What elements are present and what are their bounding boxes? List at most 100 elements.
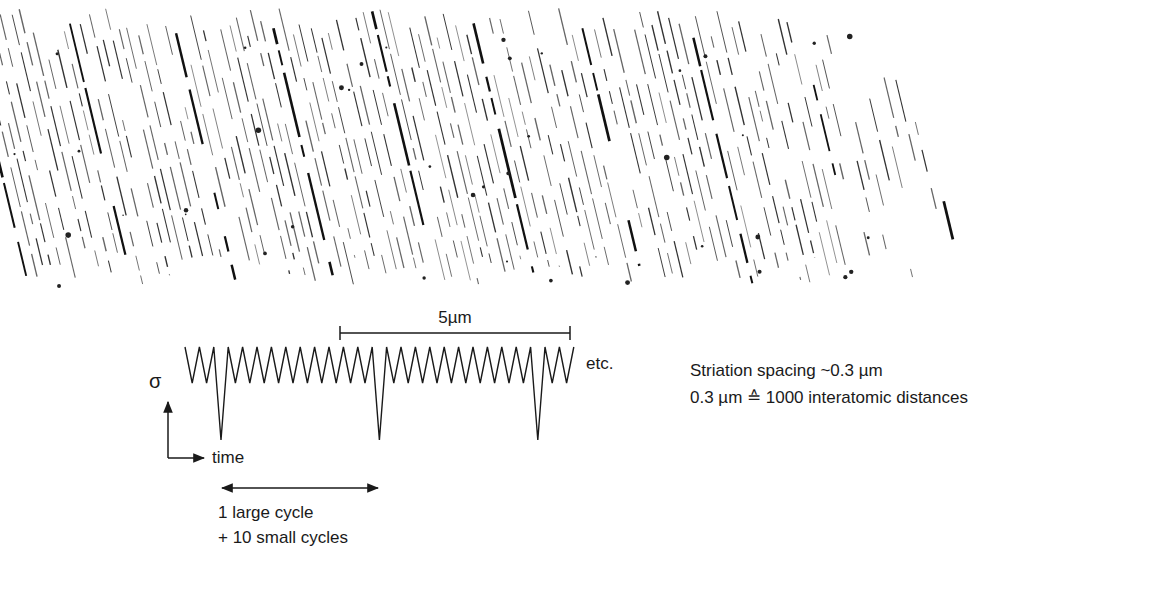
striation-mark xyxy=(306,121,313,152)
striation-mark xyxy=(437,217,442,237)
striation-mark xyxy=(126,58,132,82)
striation-mark xyxy=(448,155,458,198)
striation-mark xyxy=(528,11,534,35)
striation-mark xyxy=(822,169,832,209)
striation-mark xyxy=(108,212,112,230)
striation-mark xyxy=(332,113,336,128)
striation-mark xyxy=(364,213,370,238)
striation-mark xyxy=(443,62,451,93)
striation-mark xyxy=(931,188,936,209)
surface-speck xyxy=(843,275,847,279)
striation-mark xyxy=(443,14,452,50)
striation-mark xyxy=(238,58,249,102)
striation-mark xyxy=(816,65,822,91)
striation-mark xyxy=(427,70,436,106)
striation-mark xyxy=(500,19,503,33)
surface-speck xyxy=(501,38,505,42)
striation-mark xyxy=(593,73,597,90)
striation-mark xyxy=(160,169,170,210)
striation-mark xyxy=(27,125,33,152)
striation-mark xyxy=(781,230,785,245)
striation-mark xyxy=(334,236,341,266)
striation-mark xyxy=(484,144,493,183)
striation-mark xyxy=(308,173,324,240)
striation-mark xyxy=(497,238,505,271)
striation-mark xyxy=(447,212,450,227)
striation-mark xyxy=(276,185,281,206)
figure-label: σ xyxy=(149,371,161,391)
striation-mark xyxy=(222,78,232,119)
striation-mark xyxy=(371,132,381,175)
striation-mark xyxy=(688,138,692,155)
striation-mark xyxy=(51,106,61,146)
striation-mark xyxy=(569,178,577,212)
striation-mark xyxy=(506,234,514,269)
striation-mark xyxy=(372,11,376,29)
striation-mark xyxy=(709,227,717,261)
striation-mark xyxy=(293,34,301,66)
striation-mark xyxy=(307,247,315,281)
striation-mark xyxy=(812,202,817,222)
striation-mark xyxy=(514,76,521,105)
striation-mark xyxy=(594,155,602,187)
striation-mark xyxy=(482,99,487,121)
striation-mark xyxy=(648,132,655,159)
striation-mark xyxy=(542,195,546,214)
surface-speck xyxy=(429,165,432,168)
surface-speck xyxy=(122,214,124,216)
striation-mark xyxy=(360,86,369,125)
striation-mark xyxy=(489,253,491,263)
striation-mark xyxy=(864,232,870,255)
striation-mark xyxy=(609,91,612,104)
striation-mark xyxy=(202,208,206,224)
striation-mark xyxy=(598,94,609,141)
striation-mark xyxy=(33,33,43,76)
striation-mark xyxy=(23,151,25,161)
striation-mark xyxy=(581,73,587,97)
striation-mark xyxy=(250,10,257,41)
striation-mark xyxy=(387,230,396,269)
striation-mark xyxy=(497,198,503,225)
striation-mark xyxy=(131,188,138,216)
surface-speck xyxy=(256,127,262,133)
striation-mark xyxy=(519,256,521,260)
striation-mark xyxy=(290,212,299,251)
striation-mark xyxy=(559,8,568,44)
striation-mark xyxy=(213,109,223,149)
striation-mark xyxy=(351,195,360,234)
striation-mark xyxy=(11,102,21,142)
striation-mark xyxy=(147,221,153,247)
striation-mark xyxy=(681,182,684,195)
striation-mark xyxy=(114,206,126,255)
striation-mark xyxy=(787,22,792,42)
striation-mark xyxy=(303,268,305,275)
striation-mark xyxy=(716,134,727,178)
cycle-span-arrow xyxy=(222,487,378,489)
striation-mark xyxy=(526,129,531,148)
striation-mark xyxy=(329,262,332,275)
striation-mark xyxy=(322,151,330,186)
striation-mark xyxy=(333,200,340,227)
striation-mark xyxy=(172,215,183,259)
striation-mark xyxy=(113,41,122,79)
striation-mark xyxy=(101,186,105,201)
striation-mark xyxy=(410,171,423,225)
surface-speck xyxy=(185,213,187,215)
striation-mark xyxy=(827,220,837,263)
surface-speck xyxy=(849,270,853,274)
striation-mark xyxy=(674,241,683,277)
striation-mark xyxy=(814,85,818,101)
striation-mark xyxy=(268,53,274,79)
striation-mark xyxy=(339,107,345,133)
striation-mark xyxy=(402,69,410,102)
striation-mark xyxy=(323,123,326,134)
striation-mark xyxy=(832,163,835,175)
striation-mark xyxy=(560,183,568,214)
striation-mark xyxy=(741,206,751,248)
striation-mark xyxy=(796,225,803,255)
striation-mark xyxy=(562,70,568,96)
striation-mark xyxy=(373,90,381,125)
surface-speck xyxy=(742,134,744,136)
striation-mark xyxy=(348,228,351,239)
striation-mark xyxy=(126,136,131,157)
